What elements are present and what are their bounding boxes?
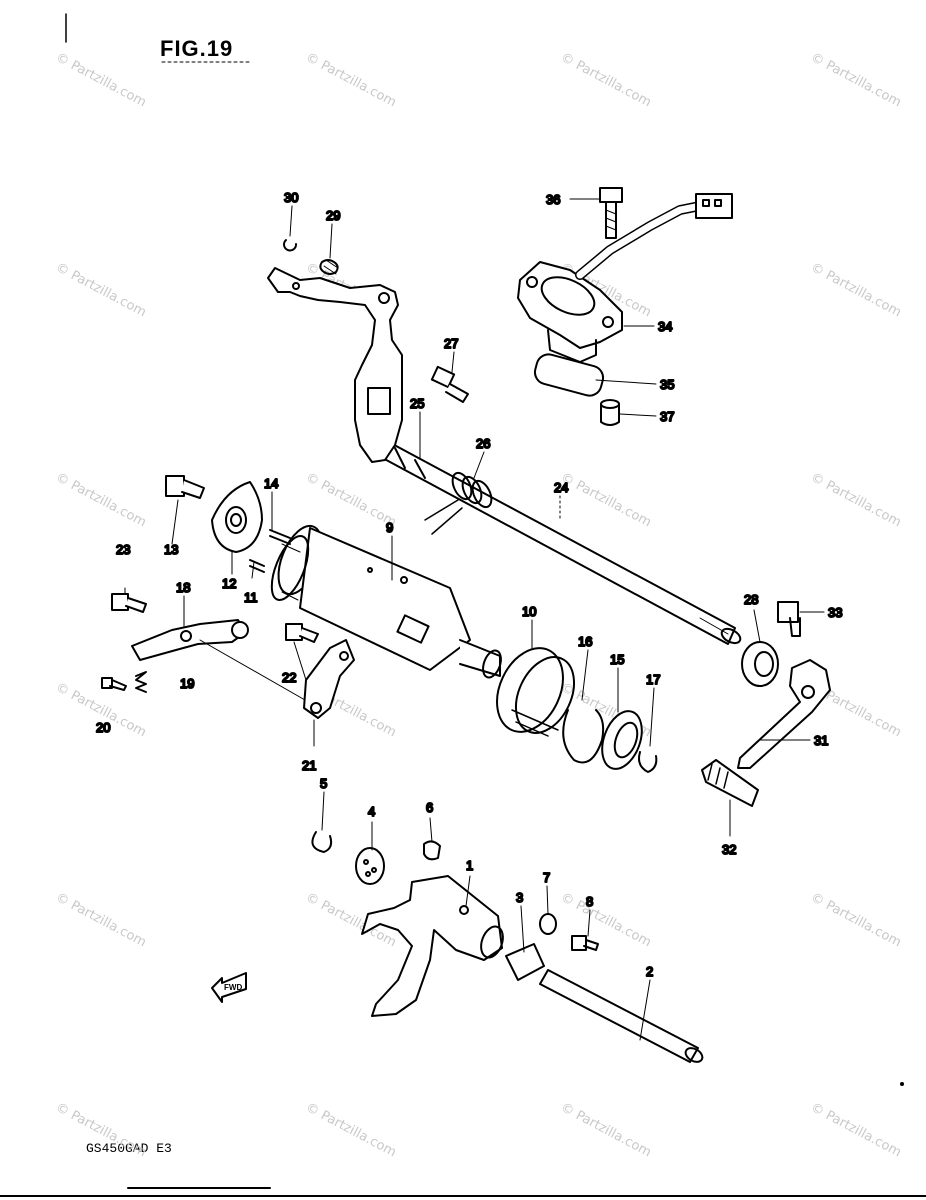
callout-33: 33 (828, 605, 842, 620)
callout-23: 23 (116, 542, 130, 557)
part-roller (355, 847, 385, 885)
part-cam-plate (211, 481, 263, 553)
callout-3: 3 (516, 890, 523, 905)
alignment-line (199, 639, 306, 701)
callout-31: 31 (814, 733, 828, 748)
callout-16: 16 (578, 634, 592, 649)
part-dowel-pin (600, 399, 620, 426)
callout-11: 11 (244, 590, 258, 605)
part-circlip-5 (311, 831, 333, 853)
callout-2: 2 (646, 964, 653, 979)
part-bolt-23 (111, 593, 147, 613)
callout-13: 13 (164, 542, 178, 557)
callout-24: 24 (554, 480, 568, 495)
part-bolt-13 (165, 475, 205, 499)
fwd-arrow-icon: FWD (211, 972, 247, 1003)
callout-15: 15 (610, 652, 624, 667)
part-oil-seal (741, 641, 779, 687)
callout-21: 21 (302, 758, 316, 773)
callout-6: 6 (426, 800, 433, 815)
callout-10: 10 (522, 604, 536, 619)
callout-28: 28 (744, 592, 758, 607)
part-plate-21 (303, 639, 355, 719)
callout-19: 19 (180, 676, 194, 691)
callout-5: 5 (320, 776, 327, 791)
part-washer (539, 913, 557, 935)
part-spring-19 (135, 671, 147, 693)
callout-1: 1 (466, 858, 473, 873)
part-bolt-33 (777, 601, 801, 637)
callout-32: 32 (722, 842, 736, 857)
callout-26: 26 (476, 436, 490, 451)
callout-17: 17 (646, 672, 660, 687)
part-shift-arm-plate (267, 267, 403, 463)
leader-lines (124, 198, 825, 1041)
callout-4: 4 (368, 804, 375, 819)
part-fork-shaft (539, 969, 704, 1063)
part-stopper-arm (131, 619, 249, 661)
callout-8: 8 (586, 894, 593, 909)
callout-29: 29 (326, 208, 340, 223)
callout-14: 14 (264, 476, 278, 491)
part-gear-position-switch (517, 193, 733, 363)
part-pin-11 (249, 559, 265, 573)
callout-9: 9 (386, 520, 393, 535)
part-circlip-30 (283, 239, 297, 252)
callout-36: 36 (546, 192, 560, 207)
part-small-spring (319, 259, 339, 275)
part-shift-drum (270, 524, 502, 679)
callout-12: 12 (222, 576, 236, 591)
part-pedal-rubber (701, 759, 759, 807)
callout-22: 22 (282, 670, 296, 685)
part-gear-shift-lever (737, 659, 831, 769)
callout-37: 37 (660, 409, 674, 424)
callout-20: 20 (96, 720, 110, 735)
part-shift-shaft (376, 439, 742, 645)
fwd-label: FWD (224, 983, 242, 992)
part-bearing-15 (601, 710, 643, 770)
part-circlip-16 (562, 709, 605, 764)
callout-35: 35 (660, 377, 674, 392)
part-return-spring (424, 471, 493, 535)
part-circlip-17 (638, 751, 658, 773)
callout-7: 7 (543, 870, 550, 885)
part-bearing-10 (496, 647, 576, 737)
part-o-ring (533, 353, 605, 397)
model-code: GS450GAD E3 (86, 1141, 172, 1156)
part-pin-6 (423, 840, 441, 861)
part-bolt-36 (599, 187, 623, 239)
part-bolt-8 (571, 935, 599, 951)
callout-30: 30 (284, 190, 298, 205)
part-bolt-22 (285, 623, 319, 643)
part-pin-14 (269, 529, 291, 545)
figure-title: FIG.19 (160, 36, 234, 61)
callout-27: 27 (444, 336, 458, 351)
callout-34: 34 (658, 319, 672, 334)
part-collar (505, 943, 545, 981)
dot-artifact (900, 1082, 904, 1086)
part-shift-fork (361, 875, 504, 1017)
part-bolt-20 (101, 677, 127, 691)
part-bolt-27 (430, 365, 469, 403)
callout-18: 18 (176, 580, 190, 595)
callout-labels: 1 2 3 4 5 6 7 8 9 10 11 12 13 14 15 16 1… (95, 189, 843, 980)
callout-25: 25 (410, 396, 424, 411)
